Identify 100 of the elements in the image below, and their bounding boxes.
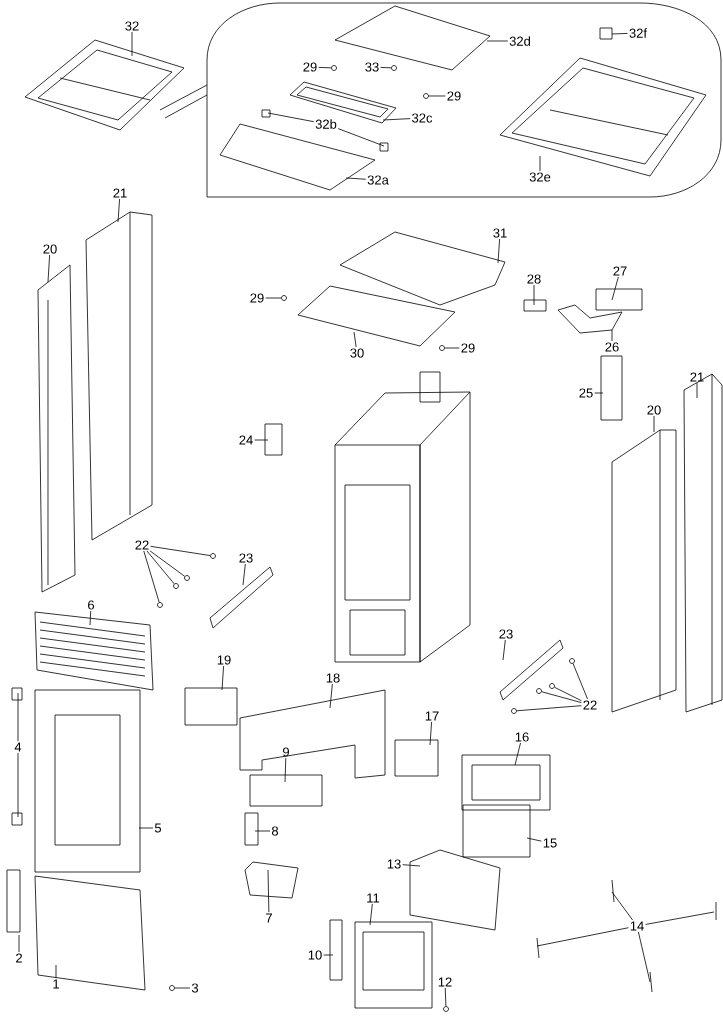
leader-line xyxy=(47,254,51,283)
callout-number: 32a xyxy=(367,175,389,185)
leader-line xyxy=(254,439,269,441)
leader-line xyxy=(611,891,634,921)
leader-line xyxy=(17,692,19,742)
screw xyxy=(169,985,175,991)
leader-line xyxy=(516,705,582,712)
leader-line xyxy=(345,177,367,180)
leader-line xyxy=(611,329,613,342)
callout-number: 12 xyxy=(438,977,452,987)
callout-number: 16 xyxy=(515,732,529,742)
callout-number: 20 xyxy=(43,244,57,254)
leader-line xyxy=(369,903,373,926)
callout-number: 23 xyxy=(499,629,513,639)
leader-line xyxy=(497,238,500,264)
screw xyxy=(281,295,287,301)
callout-number: 1 xyxy=(53,979,59,989)
callout-number: 26 xyxy=(605,342,619,352)
callout-number: 19 xyxy=(217,655,231,665)
callout-number: 33 xyxy=(365,62,379,72)
leader-line xyxy=(323,954,334,956)
callout-number: 29 xyxy=(303,62,317,72)
callout-number: 6 xyxy=(88,600,95,610)
callout-number: 22 xyxy=(135,540,149,550)
callout-number: 9 xyxy=(283,747,289,757)
leader-line xyxy=(117,198,120,223)
leader-line xyxy=(174,987,191,989)
callout-number: 21 xyxy=(690,372,704,382)
leader-line xyxy=(267,112,315,123)
leader-line xyxy=(536,927,629,947)
callout-number: 32c xyxy=(412,113,433,123)
leader-line xyxy=(242,563,246,586)
leader-line xyxy=(402,864,421,867)
callout-number: 30 xyxy=(350,348,364,358)
screw xyxy=(184,575,190,581)
callout-number: 24 xyxy=(239,435,253,445)
leader-line xyxy=(533,284,535,306)
callout-number: 20 xyxy=(647,405,661,415)
leader-line xyxy=(594,392,604,394)
callout-number: 17 xyxy=(425,711,439,721)
leader-line xyxy=(267,869,270,913)
leader-line xyxy=(486,40,509,42)
callout-number: 27 xyxy=(613,266,627,276)
callout-number: 14 xyxy=(630,921,644,931)
leader-line xyxy=(55,964,57,979)
leader-line xyxy=(502,639,506,661)
callout-number: 32 xyxy=(125,21,139,31)
screw xyxy=(443,1006,449,1012)
leader-line xyxy=(554,686,582,702)
leader-line xyxy=(539,155,541,172)
leader-line xyxy=(526,837,542,842)
leader-line xyxy=(149,550,186,577)
callout-number: 10 xyxy=(308,950,322,960)
callout-number: 15 xyxy=(543,838,557,848)
screw xyxy=(549,683,555,689)
leader-line xyxy=(382,118,411,121)
leader-line xyxy=(444,347,460,349)
leader-line xyxy=(18,934,20,953)
leader-line xyxy=(428,95,446,97)
screw xyxy=(391,65,397,71)
leader-line xyxy=(329,683,333,709)
callout-number: 28 xyxy=(527,274,541,284)
leader-line xyxy=(541,691,582,704)
callout-number: 11 xyxy=(367,893,380,903)
leader-line xyxy=(637,931,651,983)
leader-line xyxy=(429,721,432,746)
callout-number: 5 xyxy=(154,823,162,833)
leader-line xyxy=(284,757,287,783)
callout-number: 23 xyxy=(239,553,253,563)
leader-line xyxy=(645,911,715,925)
leader-line xyxy=(89,610,92,626)
leader-line xyxy=(146,550,175,585)
callout-number: 4 xyxy=(14,742,22,752)
leader-line xyxy=(143,550,160,603)
leader-line xyxy=(611,276,619,301)
screw xyxy=(157,602,163,608)
callout-number: 2 xyxy=(16,953,22,963)
screw xyxy=(511,708,517,714)
callout-number: 32b xyxy=(315,119,337,129)
leader-line xyxy=(150,545,211,556)
leader-line xyxy=(572,663,588,700)
callout-number: 3 xyxy=(191,983,199,993)
leader-line xyxy=(131,31,133,57)
leader-line xyxy=(444,987,447,1007)
callout-number: 8 xyxy=(271,826,279,836)
screw xyxy=(536,688,542,694)
leader-line xyxy=(337,128,385,147)
screw xyxy=(569,658,575,664)
leader-line xyxy=(353,331,357,348)
callout-number: 31 xyxy=(493,228,507,238)
callout-number: 29 xyxy=(461,343,475,353)
callout-number: 22 xyxy=(583,700,597,710)
callout-number: 18 xyxy=(326,673,340,683)
leader-line xyxy=(318,66,332,69)
callout-number: 21 xyxy=(113,188,127,198)
callout-number: 32e xyxy=(529,172,551,182)
screw xyxy=(173,583,179,589)
leader-line xyxy=(265,297,282,299)
callout-number: 29 xyxy=(447,91,461,101)
callout-number: 32d xyxy=(509,36,530,46)
